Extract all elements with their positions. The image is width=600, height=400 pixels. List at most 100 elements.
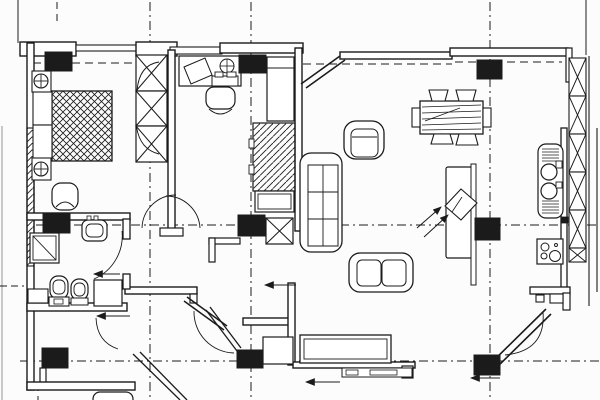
wall-living-top-1 [339,51,453,60]
bidet-base [70,297,89,306]
keyboard-tab-1 [214,71,224,78]
wall-living-diag-outer [300,55,341,85]
wardrobe-cell-1 [135,54,168,92]
office-chair [205,86,236,110]
office-cabinet [266,56,295,122]
column-5 [237,214,266,237]
closet-hinge-1 [248,138,255,149]
wall-bottomright-box-2 [549,293,564,304]
window-desk-chair-fold [451,196,463,213]
bidet-bowl [73,282,86,297]
column-4 [42,213,71,234]
wardrobe-door-arc-1 [136,61,160,92]
bedroom-door-arc [141,194,177,229]
column-1 [44,51,73,72]
column-7 [41,347,69,369]
keyboard-tab-2 [226,71,237,78]
dining-chair-top-1 [428,89,449,102]
column-2 [238,54,267,74]
office-chair-base [208,108,233,115]
wardrobe-cell-2 [135,90,168,127]
wall-corridor [124,286,198,295]
balcony-door-arc [504,311,544,356]
washbasin-tap-1 [86,215,92,221]
wall-bottomright-stub [562,292,571,311]
wall-bottomright-box-1 [535,294,545,303]
hall-console-slot-2 [369,369,398,376]
chair-pointer-arrow-2 [416,206,442,229]
dining-table-grain-5 [421,128,482,131]
window-desk-chair [444,188,478,221]
wall-bath-top [26,212,131,221]
column-8 [236,349,264,369]
bedroom-armchair [51,182,79,211]
dining-table-end-1 [411,107,421,128]
wall-living-diag-inner [305,59,346,89]
shower-inner [32,235,57,261]
cooktop-burner-3 [549,250,561,262]
cooktop-burner-1 [540,242,550,252]
shower-drain-diag [32,235,57,261]
tv-sideboard-inner [303,338,388,360]
cooktop-burner-4 [554,243,558,247]
wall-hall-corner-v [208,237,216,263]
bath-shelf [27,288,49,304]
wardrobe-cell-3 [135,125,168,163]
sink-bowl-2 [540,182,558,200]
office-door-arc [165,195,201,229]
dining-table-grain-1 [421,104,482,108]
duct-shaft [265,217,294,245]
hall-console-slot-1 [345,369,359,376]
dresser-inner [257,193,292,210]
toilet-bowl [52,279,66,295]
chair-pointer-arrow-1 [423,214,449,238]
closet-hatched [252,122,296,192]
living-armchair-seat [350,128,379,158]
wall-top-window-1 [75,44,138,52]
wall-loggia-diag-2 [139,351,188,400]
balcony-brace-3 [568,133,587,173]
dresser [254,190,295,213]
bed-side-2 [32,124,53,160]
column-9 [473,354,501,376]
neighbor-unit-below [92,391,134,400]
dining-table-end-2 [482,107,492,128]
toilet-cistern [48,296,70,307]
balcony-brace-4 [568,171,587,211]
balcony-brace-1 [568,57,587,97]
dining-table-grain-4 [421,122,482,126]
closet-hinge-2 [248,164,255,175]
bedroom-armchair-seat [55,201,75,208]
tv-sideboard [299,334,392,364]
wall-bedroom-office [167,49,176,232]
balcony-brace-6 [568,247,587,263]
dining-table-grain-2 [421,110,482,114]
keyboard [211,75,239,87]
balcony-brace-5 [568,209,587,249]
bed-side-1 [32,90,53,126]
wardrobe-door-arc-2 [135,121,160,155]
washbasin-inner [85,223,104,238]
entry-door-arc [193,310,235,354]
entry-door-leaf-1 [205,309,238,352]
dining-table-grain-diag [424,107,461,122]
column-6 [474,217,501,241]
wall-jamb-cap [159,227,184,237]
sink-faucet-1 [555,160,563,169]
cooktop-burner-2 [540,252,548,260]
entry-door-leaf-2 [209,306,242,349]
nightstand-lamp-2 [33,161,49,177]
toilet-cistern-inner [53,298,64,305]
wall-top-window-2 [169,46,223,55]
wall-bottomright-diag-inner [491,313,552,373]
balcony-brace-2 [568,95,587,135]
dining-chair-bottom-1 [430,133,454,145]
wall-bath-right [122,218,131,240]
wall-left-hatch [26,127,35,267]
nightstand-lamp-1 [33,73,49,89]
loggia-door-arc [95,317,119,350]
dining-chair-top-2 [455,89,477,102]
washing-machine [93,279,123,307]
